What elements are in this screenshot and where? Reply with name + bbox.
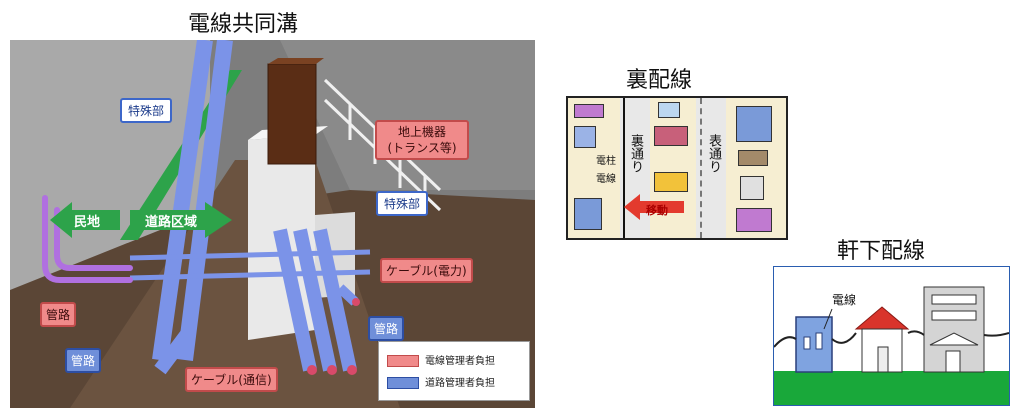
street-dashline <box>700 98 702 238</box>
blue-ducts <box>129 40 371 375</box>
building <box>658 102 680 118</box>
utility-tunnel-diagram: 民地 道路区域 特殊部 地上機器 (トランス等) 特殊部 ケーブル(電力) 管路… <box>10 40 535 408</box>
arrow-road-area <box>130 202 232 238</box>
legend-swatch-blue <box>387 377 419 389</box>
purple-ducts <box>42 195 133 283</box>
front-street-label: 表通り <box>706 134 721 173</box>
legend-label-road-manager: 道路管理者負担 <box>425 378 495 389</box>
building <box>736 208 772 232</box>
building <box>654 172 688 192</box>
legend-label-cable-manager: 電線管理者負担 <box>425 356 495 367</box>
building <box>574 126 596 148</box>
nokishita-title: 軒下配線 <box>837 239 926 264</box>
tunnel-illustration <box>10 40 535 408</box>
relocation-arrow <box>624 194 684 220</box>
building <box>574 198 602 230</box>
cable-ends <box>307 298 360 375</box>
blue-building <box>795 316 833 373</box>
ground-equipment-line2: (トランス等) <box>387 141 457 155</box>
eave-wiring-diagram: 電線 <box>773 266 1010 406</box>
wire-leader <box>823 308 833 330</box>
ground-equipment-callout: 地上機器 (トランス等) <box>375 120 469 160</box>
red-roof <box>854 306 910 330</box>
building <box>736 106 772 142</box>
duct-callout-right: 管路 <box>368 316 405 341</box>
ground-equipment-line1: 地上機器 <box>397 125 446 139</box>
eave-wiring-illustration <box>774 286 1009 405</box>
wire-label: 電線 <box>596 174 616 185</box>
wire-path <box>774 330 1009 348</box>
building <box>574 104 604 118</box>
building <box>654 126 688 146</box>
road-area-label: 道路区域 <box>145 215 198 230</box>
building <box>738 150 768 166</box>
power-cable-callout: ケーブル(電力) <box>380 258 473 283</box>
main-title: 電線共同溝 <box>188 12 299 37</box>
duct-callout-left: 管路 <box>40 302 77 327</box>
building <box>740 176 764 200</box>
special-part-callout-top: 特殊部 <box>120 98 173 123</box>
legend-item-cable-manager: 電線管理者負担 <box>387 352 495 367</box>
eave-wire-label: 電線 <box>832 293 857 307</box>
wire-line <box>623 98 625 238</box>
ura-haisen-title: 裏配線 <box>626 68 693 93</box>
ground <box>774 371 1009 405</box>
back-street-label: 裏通り <box>628 134 643 173</box>
relocation-label: 移動 <box>646 204 668 217</box>
back-wiring-map: 移動 裏通り 表通り 電柱 電線 <box>566 96 788 240</box>
ground-equipment <box>267 63 317 165</box>
private-land-label: 民地 <box>74 215 101 230</box>
comm-cable-callout: ケーブル(通信) <box>185 367 278 392</box>
special-part-callout-right: 特殊部 <box>376 191 429 216</box>
pole-label: 電柱 <box>596 156 616 167</box>
duct-callout-bottom-left: 管路 <box>65 348 102 373</box>
legend-swatch-red <box>387 355 419 367</box>
legend: 電線管理者負担 道路管理者負担 <box>378 341 530 401</box>
legend-item-road-manager: 道路管理者負担 <box>387 374 495 389</box>
arrow-private-land <box>50 202 120 238</box>
